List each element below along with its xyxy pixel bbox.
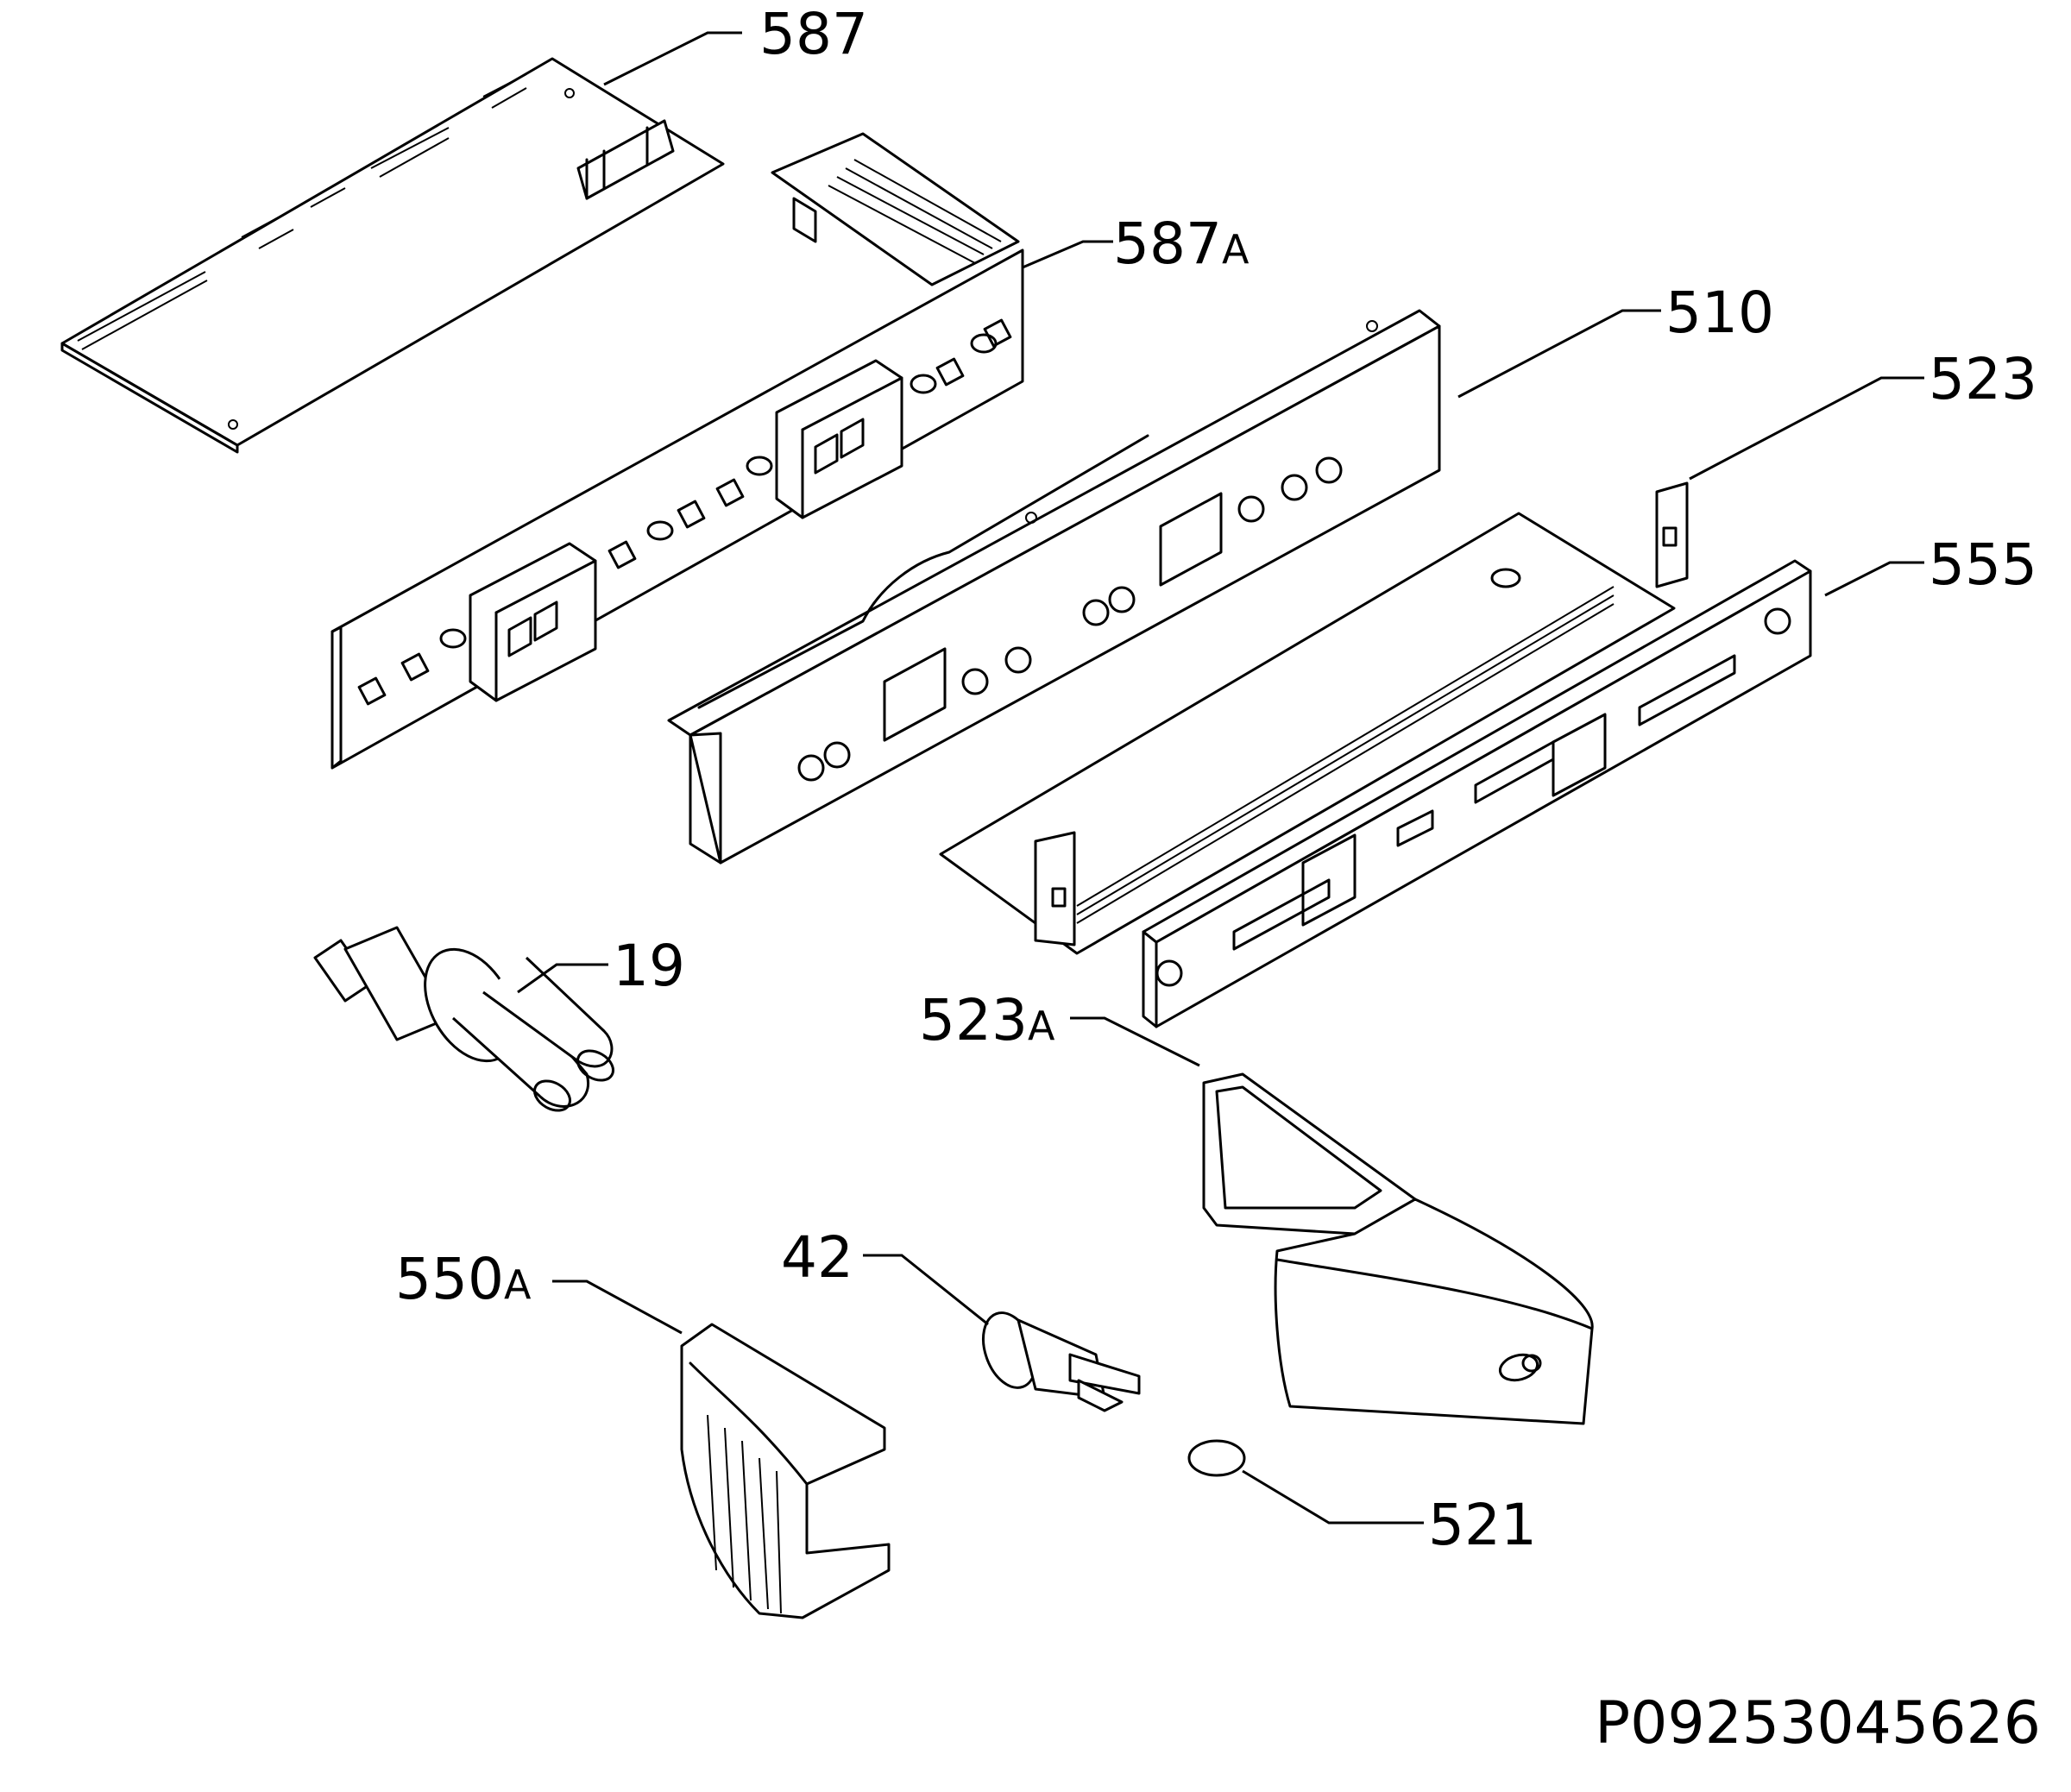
callout-555: 555 [1929, 531, 2037, 598]
callout-587a: 587A [1113, 211, 1250, 277]
board-buttons [357, 318, 1012, 706]
part-555-fascia [1142, 559, 1812, 1028]
part-587a-display-board [330, 248, 1024, 770]
part-19-bulb [313, 926, 614, 1112]
callout-523: 523 [1929, 346, 2037, 412]
part-42-socket [982, 1311, 1141, 1412]
leader-lines [517, 31, 1924, 1525]
document-number: P09253045626 [1595, 1689, 2041, 1757]
fascia-slots [1232, 654, 1736, 951]
display-module-left [469, 542, 597, 702]
part-510-front-panel [667, 309, 1441, 865]
callout-523a: 523A [919, 987, 1055, 1053]
ribbon-connector [771, 132, 1020, 286]
part-523a-lamp-housing [1202, 1072, 1594, 1425]
callout-19: 19 [613, 933, 685, 999]
part-550a-end-cover [680, 1323, 891, 1619]
panel-knobs [797, 456, 1343, 782]
part-521-o-ring [1187, 1439, 1246, 1477]
part-523-bracket [939, 481, 1689, 955]
callout-550a: 550A [395, 1246, 532, 1312]
callout-587: 587 [759, 1, 868, 67]
part-587-circuit-board [60, 57, 725, 454]
callout-521: 521 [1428, 1492, 1537, 1558]
callout-labels: 587 587A 510 523 555 19 523A 42 550A 521 [395, 1, 2037, 1558]
callout-510: 510 [1665, 280, 1774, 346]
display-module-right [775, 359, 903, 519]
callout-42: 42 [781, 1224, 853, 1291]
